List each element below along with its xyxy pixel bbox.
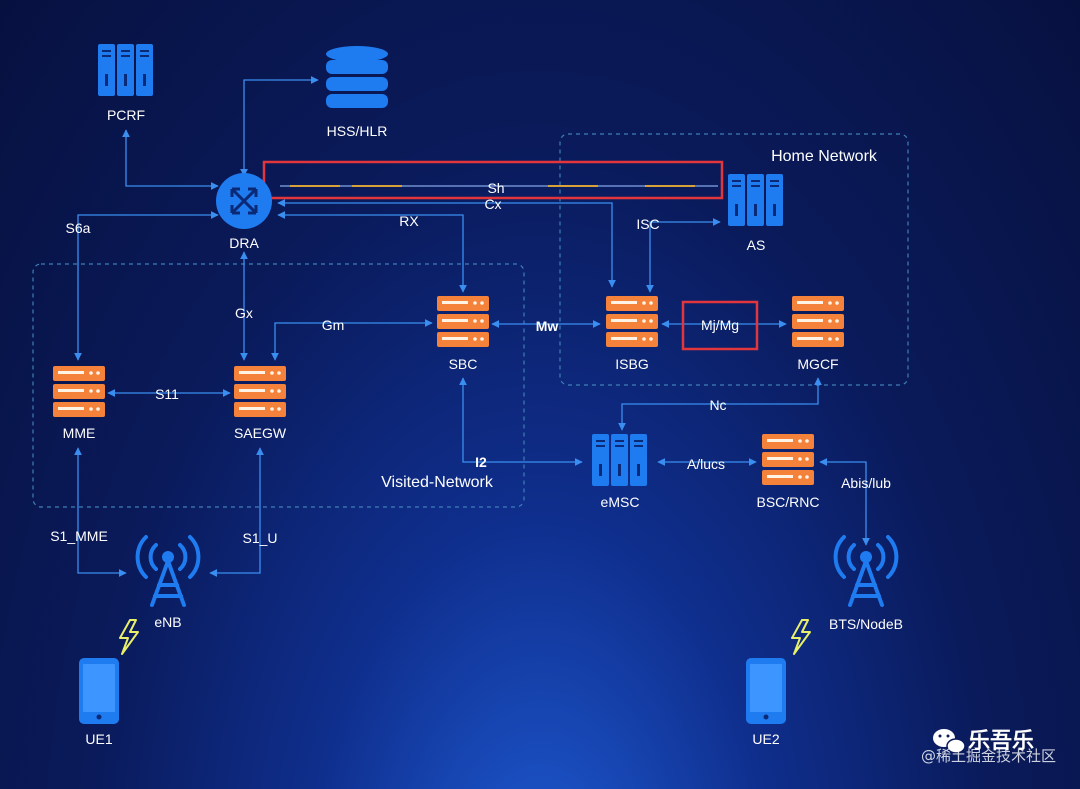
watermark-site: @稀土掘金技术社区 — [921, 747, 1056, 765]
database-icon — [326, 46, 388, 108]
rx-interface-label: RX — [399, 213, 419, 229]
as-server-icon — [728, 174, 783, 226]
dra-label: DRA — [229, 235, 259, 251]
saegw-server-icon — [234, 366, 286, 417]
nc-interface-label: Nc — [709, 397, 726, 413]
s6a-interface-label: S6a — [66, 220, 91, 236]
ue2-phone-icon — [746, 658, 786, 724]
pcrf-server-icon — [98, 44, 153, 96]
ue1-lightning-icon — [119, 619, 139, 655]
gx-interface-label: Gx — [235, 305, 253, 321]
mme-node: MME — [53, 366, 105, 441]
mw-interface-label: Mw — [536, 318, 559, 334]
enb-label: eNB — [154, 614, 181, 630]
a-iucs-interface-label: A/lucs — [687, 456, 725, 472]
sbc-server-icon — [437, 296, 489, 347]
watermark-brand: 乐吾乐 — [968, 729, 1034, 754]
ue2-node: UE2 — [746, 658, 786, 747]
connection-lines — [74, 76, 870, 577]
watermark: 乐吾乐 @稀土掘金技术社区 — [921, 729, 1056, 765]
cx-interface-label: Cx — [484, 196, 501, 212]
bts-nodeb-label: BTS/NodeB — [829, 616, 903, 632]
ue1-phone-icon — [79, 658, 119, 724]
ue2-lightning-icon — [791, 619, 811, 655]
mgcf-node: MGCF — [792, 296, 844, 372]
saegw-label: SAEGW — [234, 425, 287, 441]
isbg-label: ISBG — [615, 356, 648, 372]
mj-mg-interface-label: Mj/Mg — [701, 317, 739, 333]
s1-u-interface-label: S1_U — [242, 530, 277, 546]
hss-hlr-label: HSS/HLR — [327, 123, 388, 139]
emsc-label: eMSC — [601, 494, 640, 510]
enb-node: eNB — [135, 535, 201, 630]
emsc-server-icon — [592, 434, 647, 486]
pcrf-label: PCRF — [107, 107, 145, 123]
mgcf-label: MGCF — [797, 356, 838, 372]
visited-network-label: Visited-Network — [381, 474, 494, 491]
mme-server-icon — [53, 366, 105, 417]
ue1-label: UE1 — [85, 731, 112, 747]
pcrf-node: PCRF — [98, 44, 153, 123]
emsc-node: eMSC — [592, 434, 647, 510]
enb-tower-icon — [135, 535, 201, 607]
as-node: AS — [728, 174, 783, 253]
mj-mg-highlight-box — [681, 300, 759, 351]
wechat-icon — [933, 729, 966, 754]
as-label: AS — [747, 237, 766, 253]
ue1-node: UE1 — [79, 658, 119, 747]
saegw-node: SAEGW — [234, 366, 287, 441]
isbg-server-icon — [606, 296, 658, 347]
sh-highlight-box — [262, 160, 724, 200]
isc-interface-label: ISC — [636, 216, 659, 232]
bts-nodeb-node: BTS/NodeB — [829, 535, 903, 632]
ue2-label: UE2 — [752, 731, 779, 747]
dra-node: DRA — [216, 173, 272, 251]
s1-mme-interface-label: S1_MME — [50, 528, 108, 544]
router-icon — [216, 173, 272, 229]
bsc-rnc-server-icon — [762, 434, 814, 485]
bsc-rnc-node: BSC/RNC — [756, 434, 820, 510]
mgcf-server-icon — [792, 296, 844, 347]
sh-interface-label: Sh — [487, 180, 504, 196]
isbg-node: ISBG — [606, 296, 658, 372]
mme-label: MME — [63, 425, 96, 441]
abis-iub-interface-label: Abis/lub — [841, 475, 891, 491]
home-network-label: Home Network — [771, 148, 878, 165]
sbc-node: SBC — [437, 296, 489, 372]
i2-interface-label: I2 — [475, 454, 487, 470]
bsc-rnc-label: BSC/RNC — [756, 494, 819, 510]
bts-nodeb-tower-icon — [833, 535, 899, 607]
s11-interface-label: S11 — [155, 386, 179, 402]
hss-hlr-node: HSS/HLR — [326, 46, 388, 139]
gm-interface-label: Gm — [322, 317, 345, 333]
sbc-label: SBC — [449, 356, 478, 372]
